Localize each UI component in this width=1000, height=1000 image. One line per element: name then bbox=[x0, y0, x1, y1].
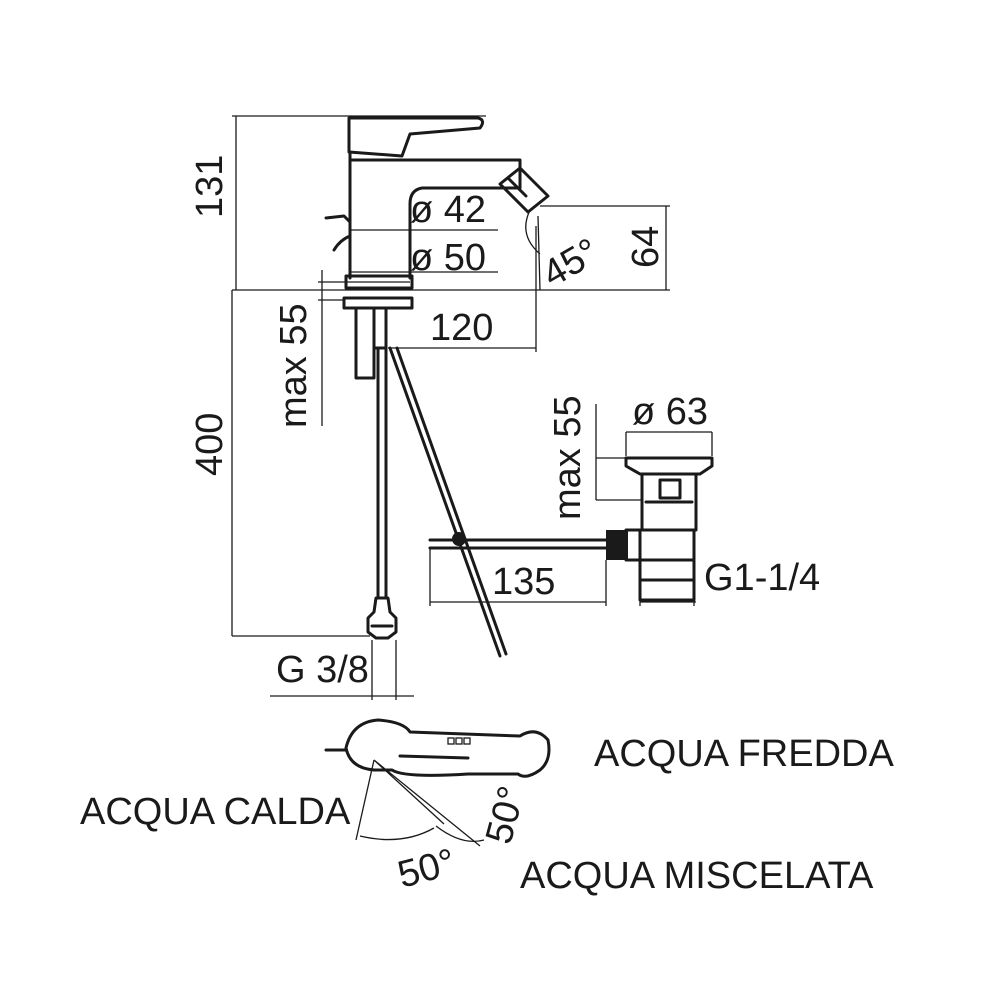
waste-drain bbox=[428, 456, 714, 602]
popup-rod bbox=[388, 346, 508, 658]
label-cold-water: ACQUA FREDDA bbox=[594, 733, 894, 775]
dim-diameter-outlet: ø 42 bbox=[410, 189, 486, 231]
dim-hose-length: 400 bbox=[189, 413, 231, 476]
dim-deck-tap: max 55 bbox=[273, 303, 315, 428]
dim-deck-waste: max 55 bbox=[547, 395, 589, 520]
label-mixed-water: ACQUA MISCELATA bbox=[520, 855, 874, 897]
tap-body bbox=[348, 150, 522, 280]
fixing-nut bbox=[372, 306, 388, 350]
label-hot-water: ACQUA CALDA bbox=[80, 791, 351, 833]
waste-cap bbox=[624, 456, 714, 476]
dim-height-total: 131 bbox=[189, 155, 231, 218]
spout-tip bbox=[498, 166, 550, 214]
dim-lever-angle-right: 50° bbox=[478, 782, 533, 848]
top-view bbox=[324, 718, 551, 847]
water-labels: ACQUA FREDDA ACQUA CALDA ACQUA MISCELATA bbox=[80, 733, 894, 897]
dim-waste-thread: G1-1/4 bbox=[704, 557, 820, 599]
dim-diameter-base: ø 50 bbox=[410, 237, 486, 279]
top-lever bbox=[344, 718, 551, 778]
waste-nut bbox=[624, 528, 642, 562]
waste-tail bbox=[638, 528, 696, 602]
dimension-lines bbox=[231, 115, 713, 700]
dim-rod-length: 135 bbox=[492, 561, 555, 603]
hose-fitting bbox=[366, 596, 398, 640]
waste-body bbox=[640, 472, 698, 532]
dim-spout-height: 64 bbox=[625, 226, 667, 268]
fixing-stud bbox=[354, 306, 376, 380]
flexible-hose bbox=[376, 346, 388, 600]
popup-knob bbox=[324, 214, 352, 252]
dim-waste-diameter: ø 63 bbox=[632, 391, 708, 433]
dim-inlet-thread: G 3/8 bbox=[276, 649, 369, 691]
waste-rod bbox=[428, 538, 608, 550]
dim-spout-reach: 120 bbox=[430, 307, 493, 349]
dim-lever-angle-left: 50° bbox=[393, 841, 459, 896]
rod-connector bbox=[606, 530, 628, 560]
dim-spout-angle: 45° bbox=[536, 231, 607, 296]
lever-handle bbox=[347, 116, 485, 158]
dimension-labels: 131 ø 42 ø 50 45° 64 120 max 55 400 G 3/… bbox=[189, 155, 820, 897]
